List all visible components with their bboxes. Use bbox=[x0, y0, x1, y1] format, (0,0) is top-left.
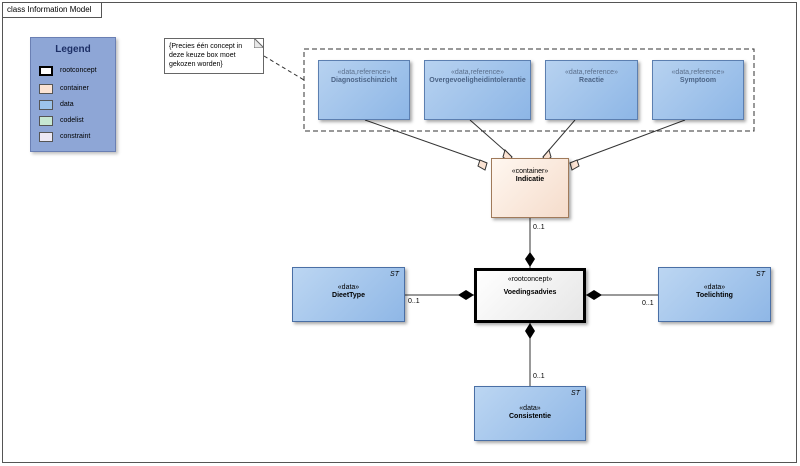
ref-reactie[interactable]: «data,reference» Reactie bbox=[545, 60, 638, 120]
ref-end-4 bbox=[569, 159, 580, 171]
container-diamond bbox=[525, 252, 535, 267]
data-consistentie[interactable]: ST «data» Consistentie bbox=[474, 386, 586, 441]
legend-title: Legend bbox=[55, 44, 91, 55]
note-anchor bbox=[263, 55, 305, 81]
toelichting-diamond bbox=[586, 290, 602, 300]
data-dieettype[interactable]: ST «data» DieetType bbox=[292, 267, 405, 322]
ref-symptoom[interactable]: «data,reference» Symptoom bbox=[652, 60, 744, 120]
mult-indicatie: 0..1 bbox=[533, 224, 545, 231]
container-indicatie[interactable]: «container» Indicatie bbox=[491, 158, 569, 218]
legend-swatch-container bbox=[39, 84, 53, 94]
legend-swatch-rootconcept bbox=[39, 66, 53, 76]
ref-diagnostischinzicht[interactable]: «data,reference» Diagnostischinzicht bbox=[318, 60, 410, 120]
constraint-note[interactable]: {Precies één concept in deze keuze box m… bbox=[164, 38, 264, 74]
legend: Legend rootconcept container data codeli… bbox=[30, 37, 116, 152]
legend-swatch-constraint bbox=[39, 132, 53, 142]
frame-title: class Information Model bbox=[2, 2, 102, 18]
consistentie-diamond bbox=[525, 323, 535, 339]
ref-link-1 bbox=[364, 119, 488, 164]
note-fold bbox=[254, 38, 264, 48]
root-voedingsadvies[interactable]: «rootconcept» Voedingsadvies bbox=[474, 268, 586, 323]
ref-link-4 bbox=[569, 119, 686, 164]
legend-swatch-codelist bbox=[39, 116, 53, 126]
mult-dieettype: 0..1 bbox=[408, 298, 420, 305]
ref-end-1 bbox=[477, 159, 488, 171]
data-toelichting[interactable]: ST «data» Toelichting bbox=[658, 267, 771, 322]
ref-overgevoeligheidintolerantie[interactable]: «data,reference» Overgevoeligheidintoler… bbox=[424, 60, 531, 120]
legend-swatch-data bbox=[39, 100, 53, 110]
note-text: {Precies één concept in deze keuze box m… bbox=[169, 43, 243, 68]
dieettype-diamond bbox=[458, 290, 474, 300]
choice-box bbox=[303, 48, 755, 132]
mult-toelichting: 0..1 bbox=[642, 300, 654, 307]
mult-consistentie: 0..1 bbox=[533, 373, 545, 380]
